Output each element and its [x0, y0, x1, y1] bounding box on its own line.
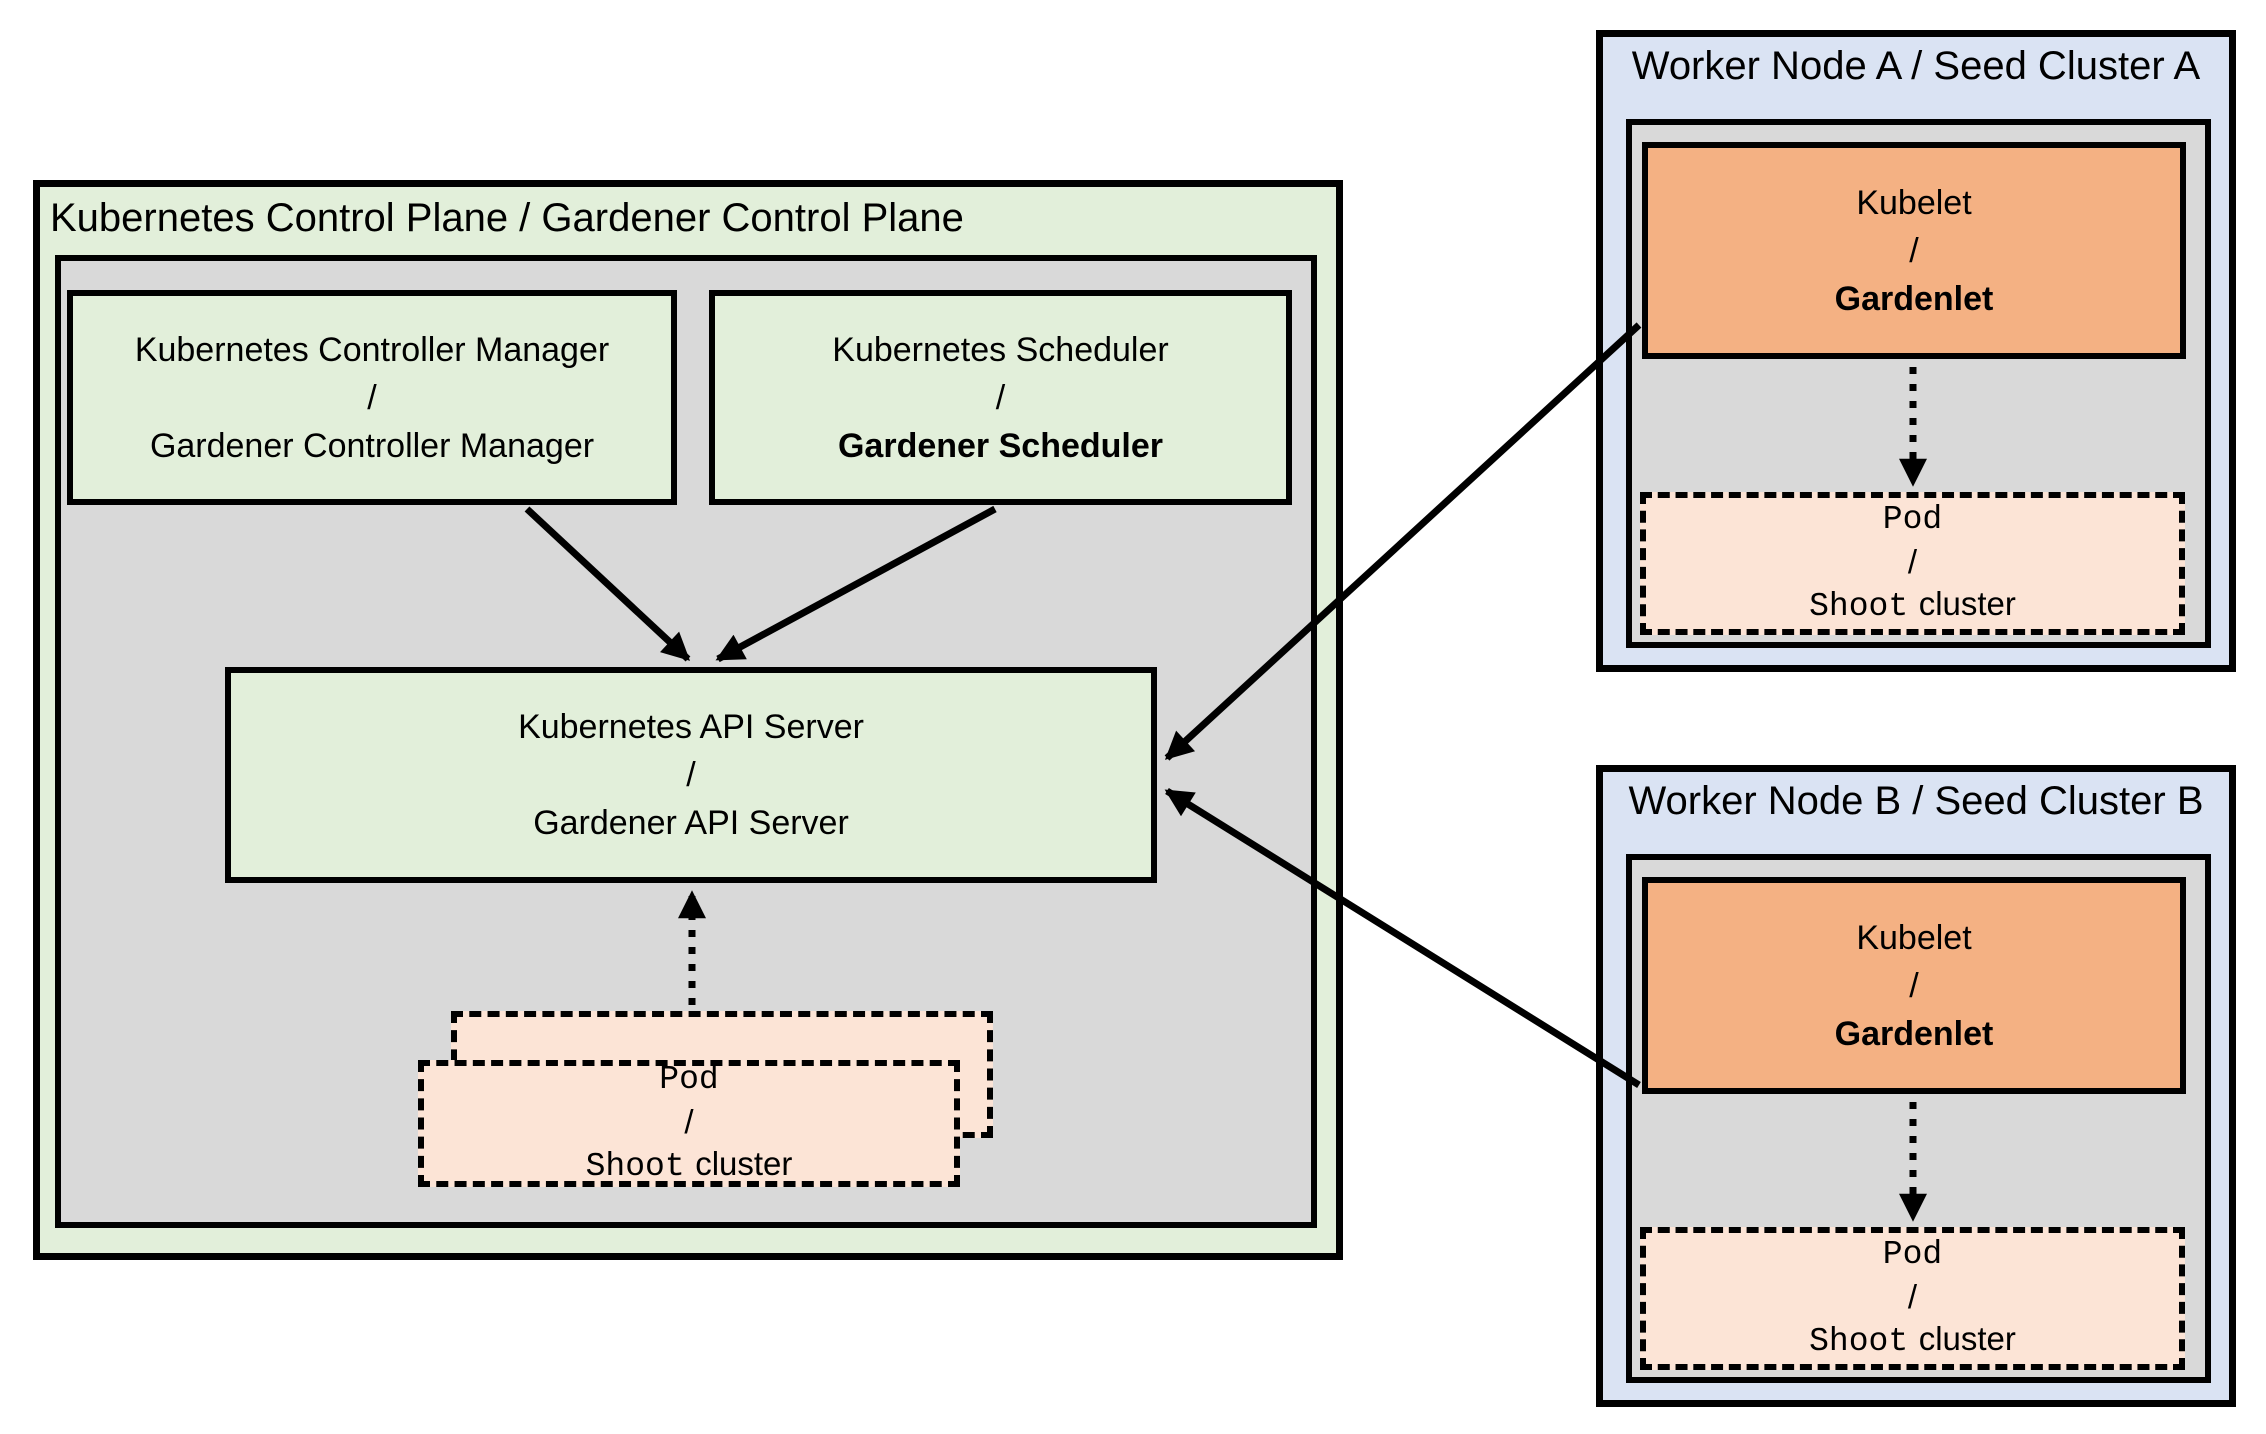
worker-a-pod-line2-code: Shoot — [1809, 588, 1909, 625]
api-server-box: Kubernetes API Server / Gardener API Ser… — [225, 667, 1157, 883]
cp-pod-separator: / — [684, 1103, 694, 1140]
api-server-line1: Kubernetes API Server — [518, 708, 864, 746]
worker-a-pod-line2-rest: cluster — [1918, 585, 2016, 622]
kubelet-a-line2: Gardenlet — [1834, 279, 1994, 318]
kubelet-b-separator: / — [1909, 966, 1919, 1005]
cp-pod-line1: Pod — [659, 1061, 719, 1098]
worker-b-pod-separator: / — [1907, 1278, 1918, 1315]
worker-b-pod-line2-code: Shoot — [1809, 1323, 1909, 1360]
cp-pod-line2-rest: cluster — [695, 1145, 793, 1182]
scheduler-box: Kubernetes Scheduler / Gardener Schedule… — [709, 290, 1292, 505]
worker-b-pod-line1: Pod — [1882, 1236, 1943, 1273]
scheduler-line2: Gardener Scheduler — [837, 426, 1163, 465]
worker-b-pod-line2-rest: cluster — [1918, 1320, 2016, 1357]
controller-manager-box: Kubernetes Controller Manager / Gardener… — [67, 290, 677, 505]
control-plane-title: Kubernetes Control Plane / Gardener Cont… — [50, 196, 964, 240]
kubelet-b-line2: Gardenlet — [1834, 1014, 1994, 1053]
kubelet-a-separator: / — [1909, 231, 1919, 270]
controller-manager-separator: / — [367, 378, 377, 417]
kubelet-b-line1: Kubelet — [1856, 918, 1972, 957]
scheduler-separator: / — [995, 378, 1006, 417]
kubelet-gardenlet-a-box: Kubelet / Gardenlet — [1642, 142, 2186, 359]
worker-node-a-title: Worker Node A / Seed Cluster A — [1631, 44, 2201, 88]
api-server-separator: / — [686, 756, 696, 794]
controller-manager-line1: Kubernetes Controller Manager — [134, 330, 610, 369]
cp-pod-line2: Shoot cluster — [586, 1143, 793, 1188]
pod-shoot-cluster-front-box: Pod / Shoot cluster — [418, 1060, 960, 1187]
kubelet-gardenlet-b-box: Kubelet / Gardenlet — [1642, 877, 2186, 1094]
cp-pod-line2-code: Shoot — [585, 1148, 685, 1185]
api-server-line2: Gardener API Server — [533, 804, 849, 842]
scheduler-line1: Kubernetes Scheduler — [832, 330, 1169, 369]
worker-a-pod-line1: Pod — [1882, 501, 1943, 538]
kubelet-a-line1: Kubelet — [1856, 183, 1972, 222]
worker-node-b-title: Worker Node B / Seed Cluster B — [1628, 779, 2204, 823]
worker-a-pod-separator: / — [1907, 543, 1918, 580]
controller-manager-line2: Gardener Controller Manager — [149, 426, 595, 465]
